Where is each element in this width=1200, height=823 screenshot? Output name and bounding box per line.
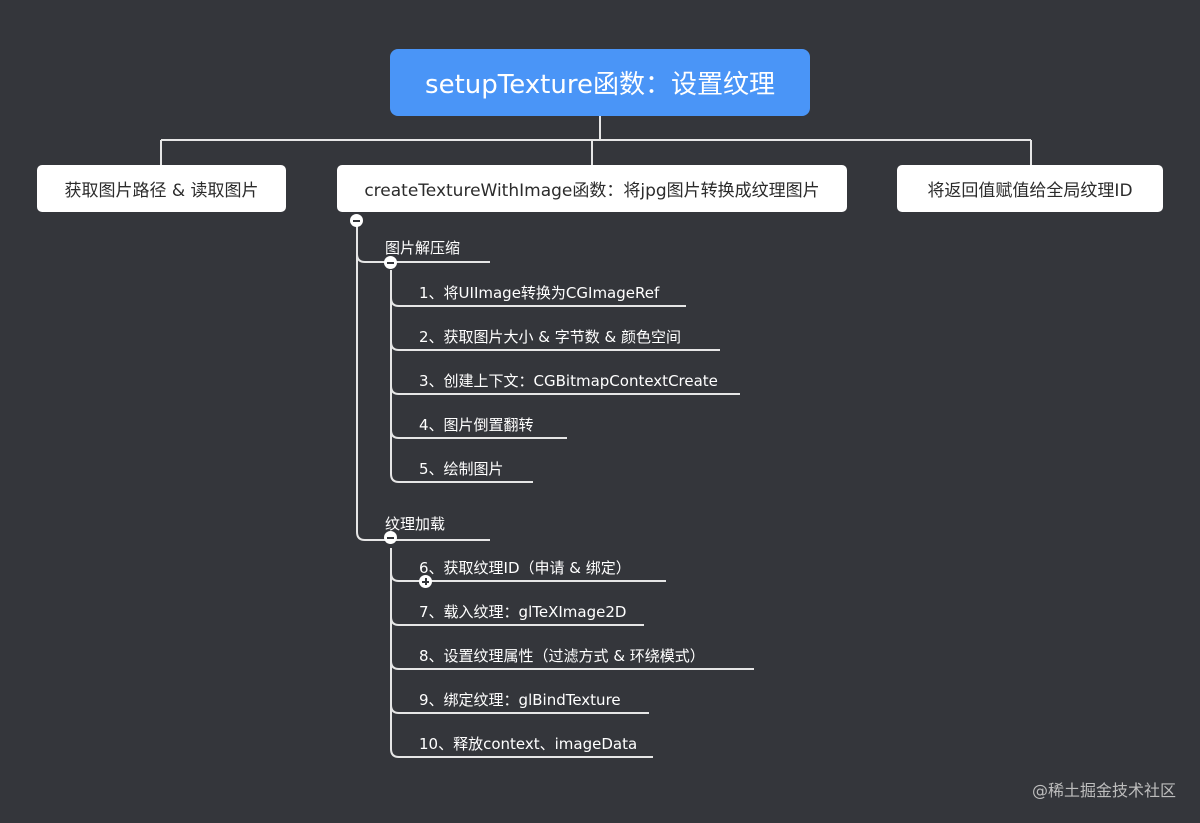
topic-get-image[interactable]: 获取图片路径 & 读取图片 xyxy=(37,165,286,212)
expand-toggle-texture-id[interactable] xyxy=(419,575,432,588)
subtopic-item[interactable]: 5、绘制图片 xyxy=(419,460,504,478)
topic-label: createTextureWithImage函数：将jpg图片转换成纹理图片 xyxy=(364,181,820,201)
subtopic-item[interactable]: 10、释放context、imageData xyxy=(419,735,638,753)
root-topic[interactable]: setupTexture函数：设置纹理 xyxy=(390,49,810,116)
collapse-toggle-texture-load[interactable] xyxy=(384,531,397,544)
collapse-toggle-decompress[interactable] xyxy=(384,256,397,269)
group-decompress[interactable]: 图片解压缩 xyxy=(385,239,461,257)
subtopic-item[interactable]: 3、创建上下文：CGBitmapContextCreate xyxy=(419,372,718,390)
topic-label: 将返回值赋值给全局纹理ID xyxy=(927,181,1133,201)
subtopic-item[interactable]: 4、图片倒置翻转 xyxy=(419,416,534,434)
topic-create-texture[interactable]: createTextureWithImage函数：将jpg图片转换成纹理图片 xyxy=(337,165,847,212)
subtopic-item[interactable]: 7、载入纹理：glTeXImage2D xyxy=(419,603,627,621)
subtopic-item[interactable]: 6、获取纹理ID（申请 & 绑定） xyxy=(419,559,631,577)
subtopic-item[interactable]: 1、将UIImage转换为CGImageRef xyxy=(419,284,660,302)
subtopic-item[interactable]: 8、设置纹理属性（过滤方式 & 环绕模式） xyxy=(419,647,705,665)
topic-assign-texture-id[interactable]: 将返回值赋值给全局纹理ID xyxy=(897,165,1163,212)
group-texture-load[interactable]: 纹理加载 xyxy=(385,515,446,533)
subtopic-item[interactable]: 9、绑定纹理：glBindTexture xyxy=(419,691,621,709)
topic-label: 获取图片路径 & 读取图片 xyxy=(64,181,259,201)
root-title: setupTexture函数：设置纹理 xyxy=(425,70,775,100)
watermark: @稀土掘金技术社区 xyxy=(1031,781,1176,800)
collapse-toggle-topic-2[interactable] xyxy=(350,214,363,227)
subtopic-item[interactable]: 2、获取图片大小 & 字节数 & 颜色空间 xyxy=(419,328,682,346)
